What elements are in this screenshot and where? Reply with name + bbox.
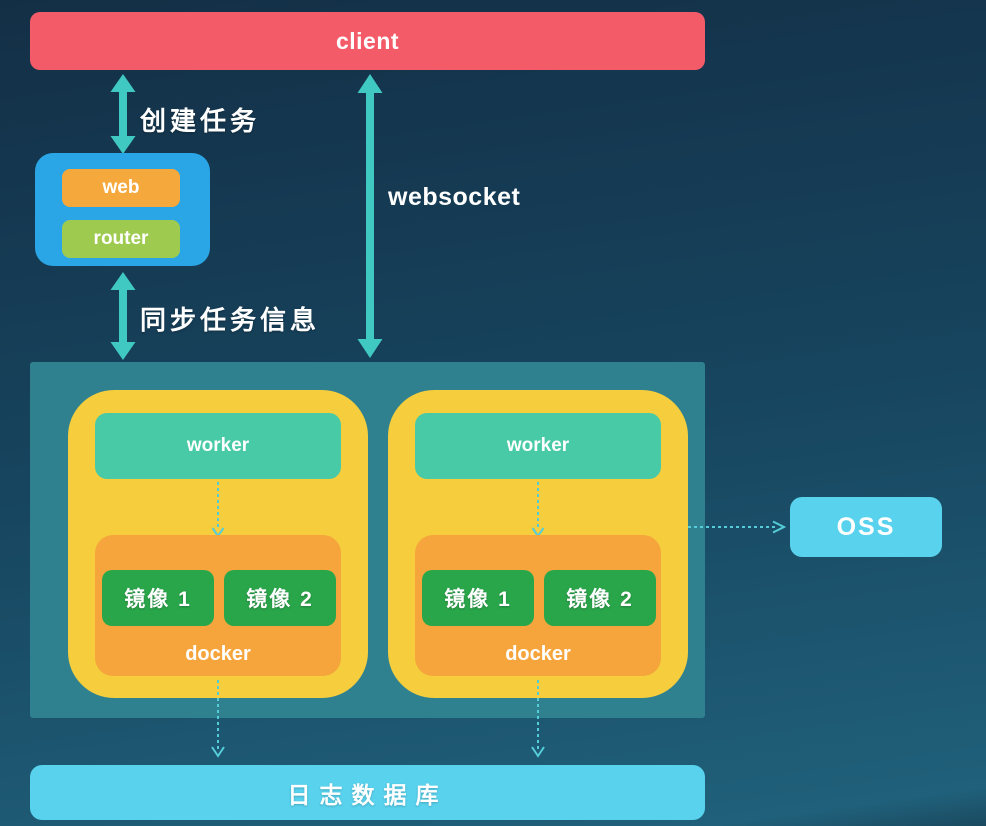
docker-node-2: 镜像 1 镜像 2 docker — [415, 535, 661, 676]
oss-label: OSS — [836, 512, 896, 541]
web-label: web — [102, 177, 140, 198]
worker-to-docker-arrow-icon — [211, 482, 225, 538]
worker-label: worker — [186, 435, 250, 456]
cluster-to-oss-arrow-icon — [688, 520, 787, 534]
image-1-node: 镜像 1 — [102, 570, 214, 626]
worker-label: worker — [506, 435, 570, 456]
docker-label: docker — [505, 643, 571, 665]
docker-label: docker — [185, 643, 251, 665]
client-node: client — [30, 12, 705, 70]
websocket-bidirectional-arrow-icon — [357, 74, 383, 358]
worker-box-2: worker — [415, 413, 661, 479]
docker-to-logdb-arrow-icon-2 — [531, 680, 545, 758]
router-label: router — [93, 228, 149, 249]
create-task-bidirectional-arrow-icon — [110, 74, 136, 154]
worker-node-2: worker 镜像 1 镜像 2 docker — [388, 390, 688, 698]
web-node: web — [62, 169, 180, 207]
image-2-label: 镜像 2 — [246, 588, 314, 611]
image-2-node: 镜像 2 — [544, 570, 656, 626]
websocket-label: websocket — [388, 183, 521, 211]
image-1-label: 镜像 1 — [124, 588, 192, 611]
gateway-node: web router — [35, 153, 210, 266]
docker-node-1: 镜像 1 镜像 2 docker — [95, 535, 341, 676]
oss-node: OSS — [790, 497, 942, 557]
docker-to-logdb-arrow-icon-1 — [211, 680, 225, 758]
log-db-label: 日志数据库 — [287, 781, 448, 808]
worker-node-1: worker 镜像 1 镜像 2 docker — [68, 390, 368, 698]
images-row: 镜像 1 镜像 2 — [102, 570, 336, 626]
image-2-label: 镜像 2 — [566, 588, 634, 611]
log-db-node: 日志数据库 — [30, 765, 705, 820]
images-row: 镜像 1 镜像 2 — [422, 570, 656, 626]
sync-task-label: 同步任务信息 — [140, 305, 321, 335]
image-2-node: 镜像 2 — [224, 570, 336, 626]
image-1-label: 镜像 1 — [444, 588, 512, 611]
sync-task-bidirectional-arrow-icon — [110, 272, 136, 360]
image-1-node: 镜像 1 — [422, 570, 534, 626]
worker-to-docker-arrow-icon — [531, 482, 545, 538]
worker-cluster: worker 镜像 1 镜像 2 docker — [30, 362, 705, 718]
router-node: router — [62, 220, 180, 258]
worker-box-1: worker — [95, 413, 341, 479]
create-task-label: 创建任务 — [140, 106, 261, 136]
client-label: client — [335, 27, 400, 54]
